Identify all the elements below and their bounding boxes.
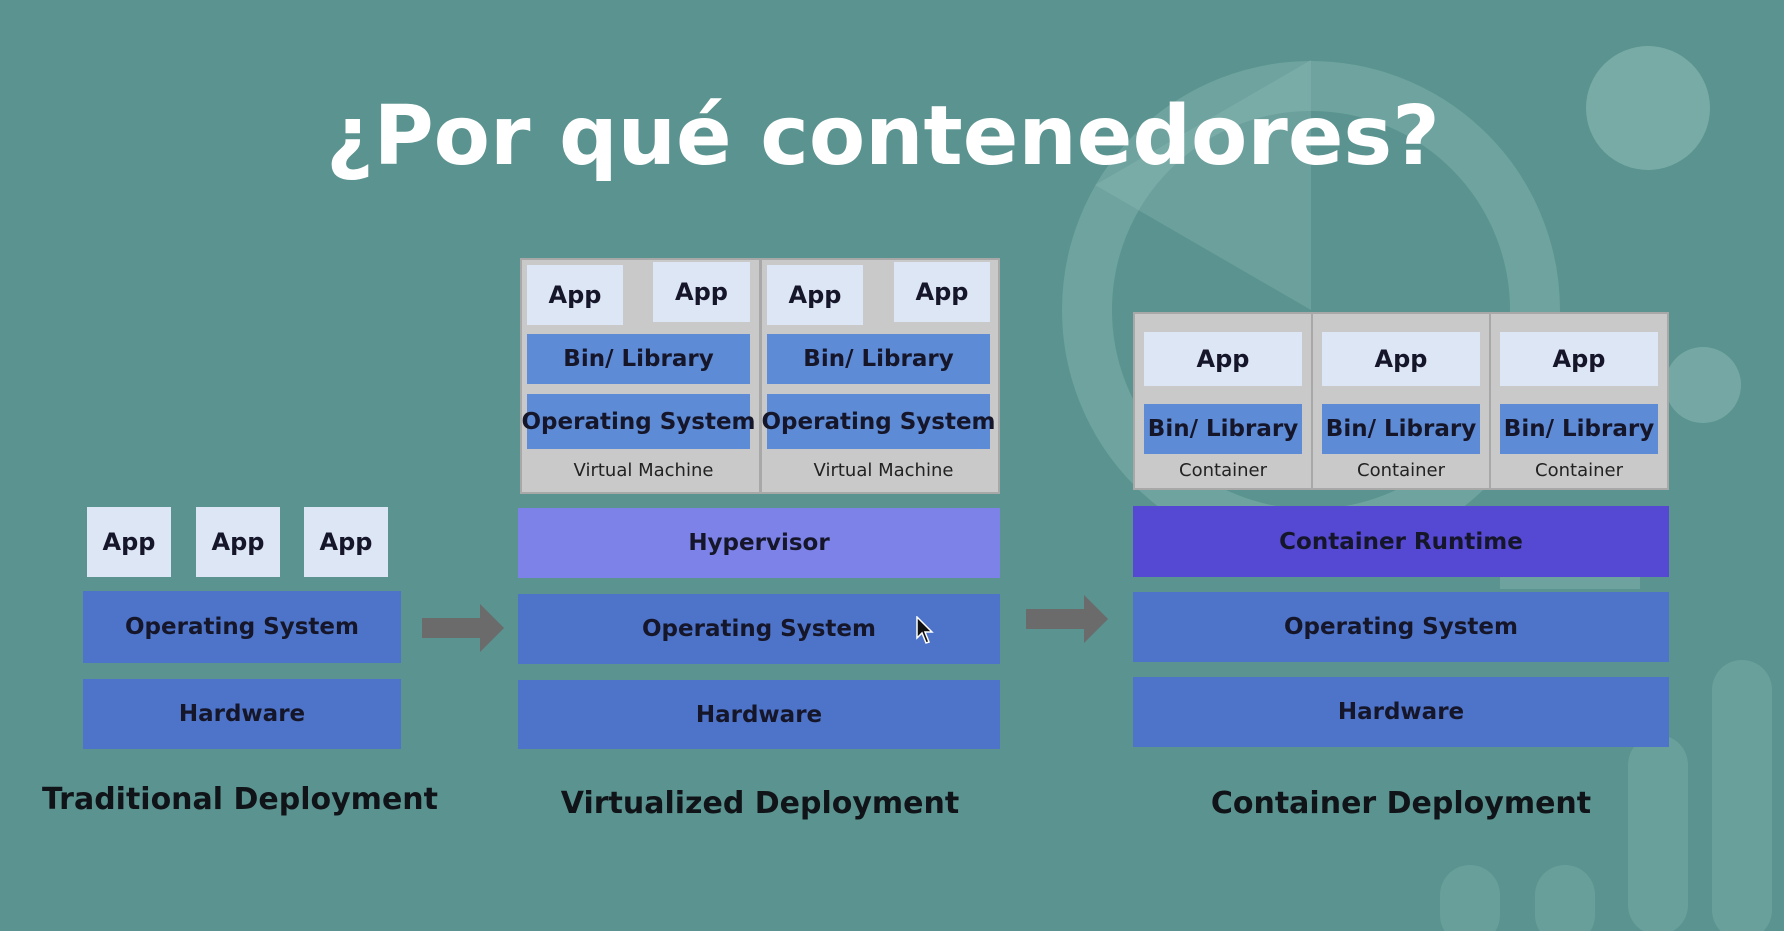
app-box: App — [527, 265, 623, 325]
hardware-layer: Hardware — [83, 679, 401, 749]
app-box: App — [304, 507, 388, 577]
container-deployment-label: Container Deployment — [1210, 786, 1592, 821]
vm-operating-system-layer: Operating System — [762, 394, 996, 449]
traditional-deployment-label: Traditional Deployment — [41, 782, 438, 817]
app-box: App — [767, 265, 863, 325]
app-box: App — [1322, 332, 1480, 386]
app-box: App — [196, 507, 280, 577]
operating-system-layer: Operating System — [1133, 592, 1669, 662]
app-box: App — [87, 507, 171, 577]
app-box: App — [1144, 332, 1302, 386]
right-arrow-icon — [422, 604, 504, 652]
container-caption: Container — [1535, 460, 1623, 481]
app-box: App — [1500, 332, 1658, 386]
container-caption: Container — [1357, 460, 1445, 481]
app-box: App — [653, 262, 750, 322]
container-caption: Container — [1179, 460, 1267, 481]
bin-library-layer: Bin/ Library — [1500, 404, 1658, 454]
hardware-layer: Hardware — [518, 680, 1000, 749]
container-runtime-layer: Container Runtime — [1133, 506, 1669, 577]
right-arrow-icon — [1026, 595, 1108, 643]
bin-library-layer: Bin/ Library — [527, 334, 750, 384]
bin-library-layer: Bin/ Library — [1322, 404, 1480, 454]
bin-library-layer: Bin/ Library — [767, 334, 990, 384]
vm-operating-system-layer: Operating System — [522, 394, 756, 449]
page-title: ¿Por qué contenedores? — [326, 89, 1440, 184]
mouse-cursor-icon — [916, 616, 934, 644]
hypervisor-layer: Hypervisor — [518, 508, 1000, 578]
operating-system-layer: Operating System — [83, 591, 401, 663]
virtualized-deployment-label: Virtualized Deployment — [560, 786, 960, 821]
bin-library-layer: Bin/ Library — [1144, 404, 1302, 454]
virtual-machine-caption: Virtual Machine — [573, 460, 714, 481]
app-box: App — [894, 262, 990, 322]
hardware-layer: Hardware — [1133, 677, 1669, 747]
virtual-machine-caption: Virtual Machine — [813, 460, 954, 481]
